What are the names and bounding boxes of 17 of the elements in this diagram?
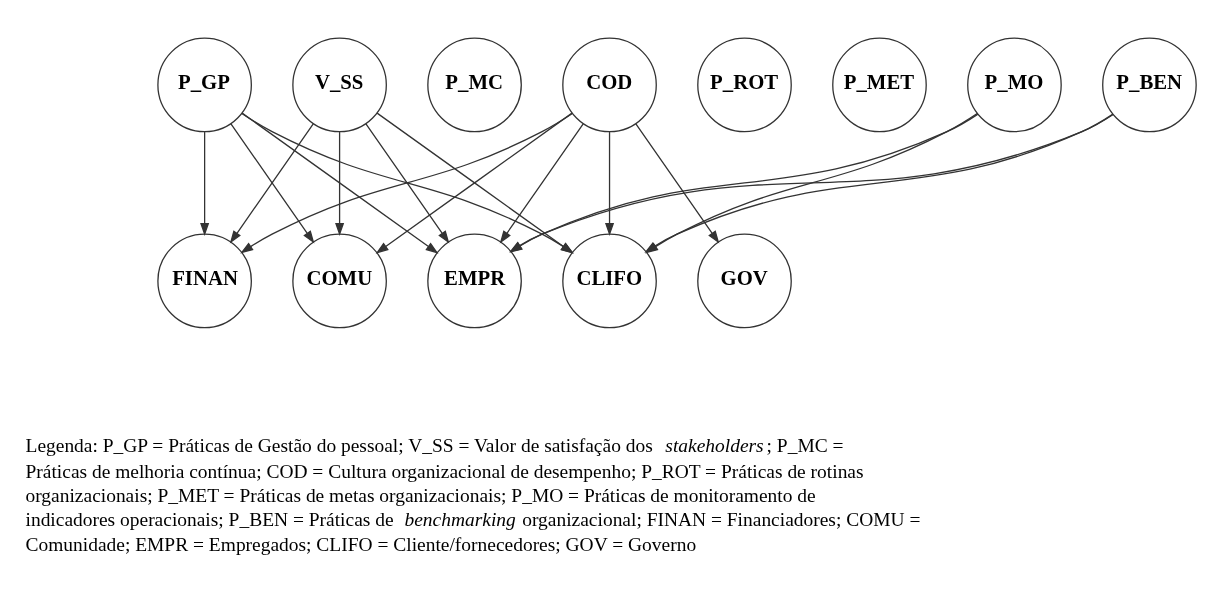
node-circle: P_ROT xyxy=(697,37,792,133)
label: Legenda: P_GP = Práticas de Gestão do pessoal; V_SS = Valor de satisfação dos stakeholders; P_MC = Práticas de melhoria contínua; COD = Cultura organizacional de desempenho; P_ROT = Práticas de rotinas organizacionais; P_MET = Práticas de metas organizacionais; P_MO = Práticas de monitoramento de indicadores operacionais; P_BEN = Práticas de benchmarking organizacional; FINAN = Financiadores; COMU = Comunidade; EMPR = Empregados; CLIFO = Cliente/fornecedores; GOV = Governo xyxy=(25,434,921,556)
node-circle: P_BEN xyxy=(1102,37,1197,133)
node-circle: P_GP xyxy=(157,37,252,133)
node-circle: P_MET xyxy=(832,37,927,133)
node-circle: V_SS xyxy=(292,37,387,133)
arrow xyxy=(335,131,345,237)
node-circle: COD xyxy=(562,37,657,133)
arrow xyxy=(200,131,210,237)
node-circle: P_MC xyxy=(427,37,522,133)
arrow xyxy=(365,123,450,244)
arrow xyxy=(241,112,439,254)
node-circle: P_MO xyxy=(967,37,1062,133)
node-circle: GOV xyxy=(697,233,792,329)
arrow xyxy=(605,131,615,237)
arrow xyxy=(635,123,720,244)
arrow xyxy=(499,123,584,244)
